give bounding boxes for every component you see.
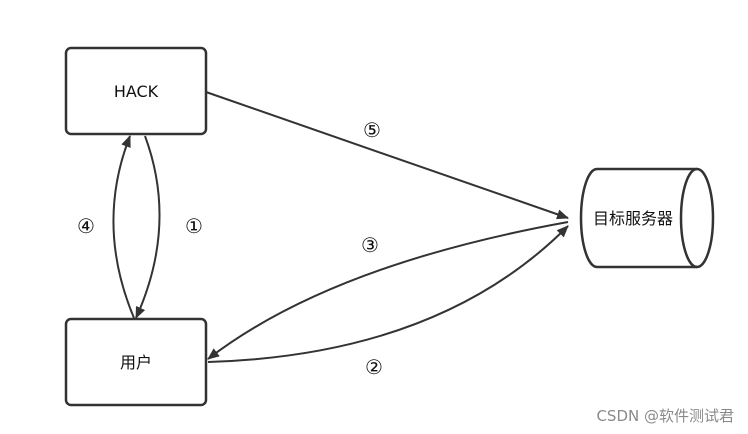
user-label: 用户	[120, 353, 152, 372]
hack-box	[64, 46, 208, 136]
step-label-1: ①	[185, 214, 203, 238]
edge-step-1	[135, 135, 161, 319]
edge-step-2	[207, 225, 569, 363]
user-box	[64, 317, 208, 407]
step-label-5: ⑤	[363, 118, 381, 142]
step-label-3: ③	[361, 233, 379, 257]
watermark-text: CSDN @软件测试君	[596, 407, 734, 425]
server-label: 目标服务器	[593, 209, 673, 228]
step-label-2: ②	[365, 355, 383, 379]
edge-step-3	[207, 221, 569, 360]
step-label-4: ④	[77, 214, 95, 238]
edge-step-5	[205, 91, 569, 220]
user-node: 用户	[64, 317, 208, 407]
edge-step-4	[112, 135, 135, 319]
server-cylinder-edge	[679, 167, 698, 269]
hack-label: HACK	[114, 82, 159, 101]
server-node: 目标服务器	[579, 167, 715, 269]
hack-node: HACK	[64, 46, 208, 136]
